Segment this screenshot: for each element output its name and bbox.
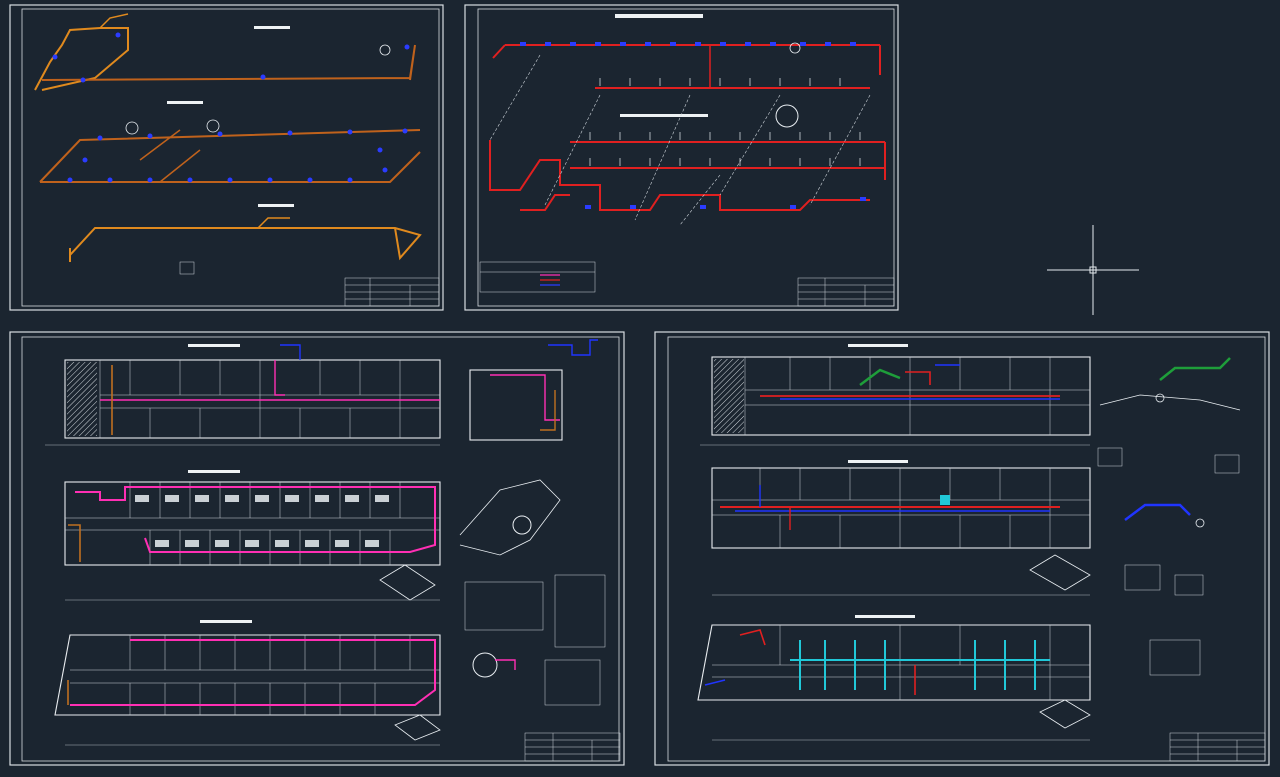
sheet-2-heading-bar-2 <box>620 114 708 117</box>
sheet-3-border <box>9 331 625 766</box>
sheet-2-frame <box>477 8 895 307</box>
sheet-2-riser-scheme <box>489 42 886 226</box>
sheet-3-heading-bar-2 <box>188 470 240 473</box>
sheet-2-heading-bar <box>615 14 703 18</box>
sheet-4-title-block <box>1169 732 1266 762</box>
sheet-1-heading-bar-3 <box>258 204 294 207</box>
sheet-1-heading-bar-2 <box>167 101 203 104</box>
sheet-4-heading-bar-2 <box>848 460 908 463</box>
sheet-4-floor-plan-1 <box>700 356 1091 446</box>
sheet-1-heading-bar <box>254 26 290 29</box>
sheet-2-border <box>464 4 899 311</box>
sheet-2[interactable] <box>464 4 899 311</box>
sheet-4-floor-plan-2 <box>711 467 1091 596</box>
sheet-3-floor-plan-2 <box>64 481 441 601</box>
sheet-1-border <box>9 4 444 311</box>
sheet-1-piping-scheme-a <box>34 13 416 91</box>
sheet-3-heading-bar-3 <box>200 620 252 623</box>
sheet-3-details <box>459 339 606 706</box>
sheet-3-frame <box>21 336 620 762</box>
sheet-3-floor-plan-1 <box>45 344 441 446</box>
sheet-1-piping-scheme-c <box>69 217 422 275</box>
sheet-3-floor-plan-3 <box>54 634 441 746</box>
sheet-2-title-block <box>797 277 895 307</box>
sheet-1[interactable] <box>9 4 444 311</box>
sheet-4-details <box>1097 357 1241 676</box>
sheet-4-floor-plan-3 <box>697 624 1091 741</box>
sheet-3-heading-bar <box>188 344 240 347</box>
sheet-4[interactable] <box>654 331 1270 766</box>
sheet-3-title-block <box>524 732 621 762</box>
sheet-1-frame <box>21 8 440 307</box>
sheet-1-piping-scheme-b <box>39 119 421 183</box>
sheet-4-frame <box>667 336 1266 762</box>
sheet-4-border <box>654 331 1270 766</box>
sheet-1-title-block <box>344 277 440 307</box>
sheet-2-legend <box>479 261 596 293</box>
crosshair-cursor <box>1047 225 1139 315</box>
sheet-4-heading-bar <box>848 344 908 347</box>
sheet-4-heading-bar-3 <box>855 615 915 618</box>
sheet-3[interactable] <box>9 331 625 766</box>
